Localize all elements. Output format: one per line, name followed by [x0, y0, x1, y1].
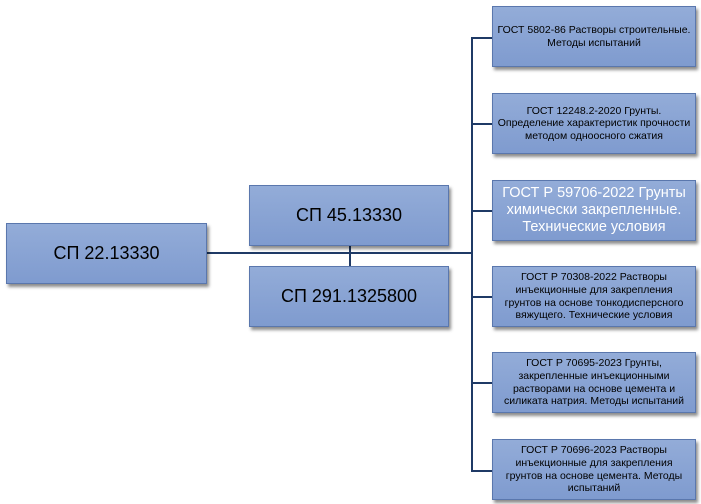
root-node: СП 22.13330 — [6, 223, 207, 284]
gost-node-3-highlighted: ГОСТ Р 59706-2022 Грунты химически закре… — [492, 180, 696, 241]
gost-node-6-label: ГОСТ Р 70696-2023 Растворы инъекционные … — [505, 444, 683, 495]
gost-node-3-label: ГОСТ Р 59706-2022 Грунты химически закре… — [502, 185, 686, 235]
gost-node-4: ГОСТ Р 70308-2022 Растворы инъекционные … — [492, 266, 696, 327]
gost-node-4-label: ГОСТ Р 70308-2022 Растворы инъекционные … — [504, 271, 684, 322]
connector-gost-2 — [471, 123, 493, 125]
middle-node-sp45: СП 45.13330 — [249, 185, 449, 246]
connector-gost-6 — [471, 470, 493, 472]
gost-node-1: ГОСТ 5802-86 Растворы строительные. Мето… — [492, 6, 696, 67]
connector-gost-3 — [471, 210, 493, 212]
connector-trunk-vertical — [471, 37, 473, 472]
middle-node-sp291: СП 291.1325800 — [249, 266, 449, 327]
middle-node-sp45-label: СП 45.13330 — [295, 205, 402, 225]
gost-node-2: ГОСТ 12248.2-2020 Грунты. Определение ха… — [492, 93, 696, 154]
connector-gost-5 — [471, 382, 493, 384]
connector-gost-1 — [471, 37, 493, 39]
gost-node-5: ГОСТ Р 70695-2023 Грунты, закрепленные и… — [492, 352, 696, 413]
gost-node-6: ГОСТ Р 70696-2023 Растворы инъекционные … — [492, 439, 696, 500]
root-node-label: СП 22.13330 — [53, 243, 160, 263]
connector-gost-4 — [471, 296, 493, 298]
connector-middle-stub — [349, 236, 351, 268]
gost-node-5-label: ГОСТ Р 70695-2023 Грунты, закрепленные и… — [503, 357, 685, 408]
connector-root-main — [207, 252, 473, 254]
gost-node-2-label: ГОСТ 12248.2-2020 Грунты. Определение ха… — [497, 104, 691, 142]
gost-node-1-label: ГОСТ 5802-86 Растворы строительные. Мето… — [497, 23, 691, 49]
middle-node-sp291-label: СП 291.1325800 — [280, 286, 418, 306]
